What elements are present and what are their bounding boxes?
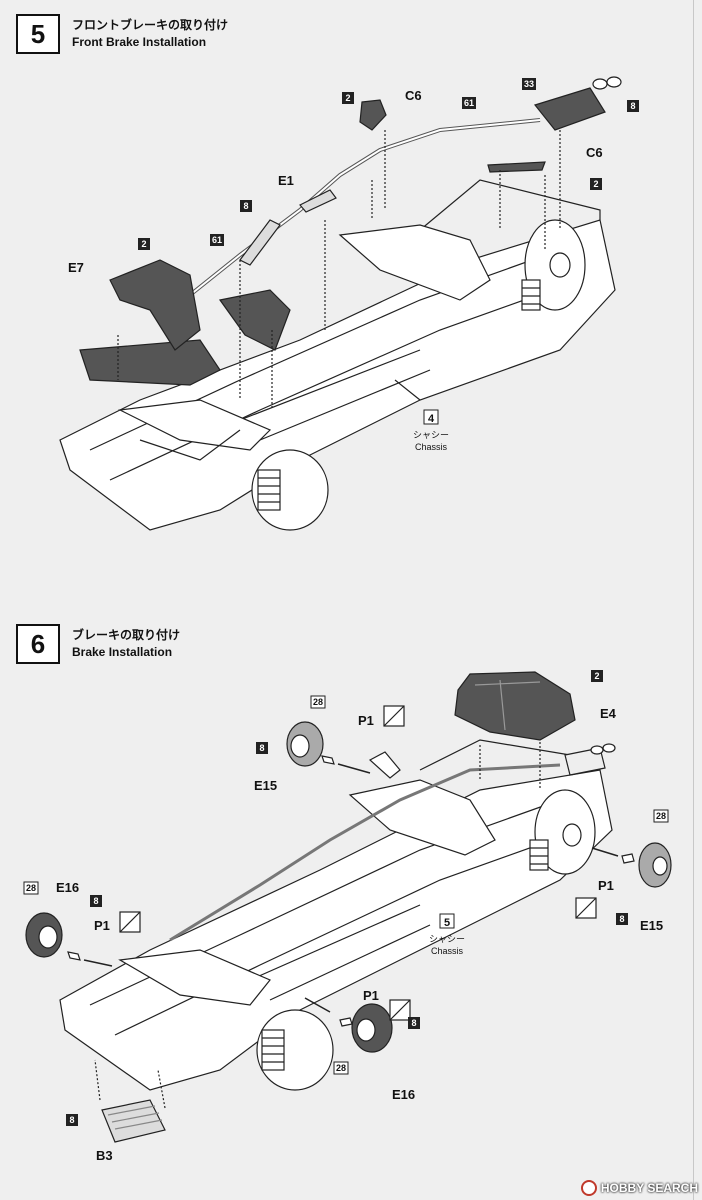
part-number-text: Chassis bbox=[415, 442, 448, 452]
part-number-text: 2 bbox=[593, 179, 598, 189]
part-number-text: 8 bbox=[69, 1115, 74, 1125]
part-number-text: 61 bbox=[212, 235, 222, 245]
label-e15-a: E15 bbox=[254, 778, 277, 793]
part-number-text: 8 bbox=[411, 1018, 416, 1028]
step-6-number: 6 bbox=[16, 624, 60, 664]
part-box-8-e: 8 bbox=[66, 1114, 78, 1126]
step-5-title-jp: フロントブレーキの取り付け bbox=[72, 18, 229, 32]
label-e16-a: E16 bbox=[56, 880, 79, 895]
part-box-2-b: 2 bbox=[590, 178, 602, 190]
part-box-28-d: 28 bbox=[333, 1061, 349, 1075]
part-number-text: 28 bbox=[656, 811, 666, 821]
page-right-rule bbox=[693, 0, 694, 1200]
part-box-8-c: 8 bbox=[90, 895, 102, 907]
label-c6-a: C6 bbox=[405, 88, 422, 103]
part-number-text: 28 bbox=[313, 697, 323, 707]
label-p1-d: P1 bbox=[363, 988, 379, 1003]
step-6-title-jp: ブレーキの取り付け bbox=[72, 628, 181, 642]
chassis-outline bbox=[59, 769, 613, 1091]
step-6-header: 6 ブレーキの取り付け Brake Installation bbox=[16, 624, 180, 664]
part-box-2-c: 2 bbox=[138, 238, 150, 250]
part-box-61-b: 61 bbox=[210, 234, 224, 246]
label-p1-c: P1 bbox=[94, 918, 110, 933]
label-p1-a: P1 bbox=[358, 713, 374, 728]
chassis-callout-4: 4 シャシー Chassis bbox=[413, 409, 449, 452]
part-number-text: 2 bbox=[594, 671, 599, 681]
part-number-text: 28 bbox=[336, 1063, 346, 1073]
label-e16-b: E16 bbox=[392, 1087, 415, 1102]
part-number-text: 2 bbox=[141, 239, 146, 249]
part-number-text: 8 bbox=[243, 201, 248, 211]
part-number-text: 61 bbox=[464, 98, 474, 108]
label-e1: E1 bbox=[278, 173, 294, 188]
part-number-text: 4 bbox=[428, 413, 435, 425]
part-box-2-a: 2 bbox=[342, 92, 354, 104]
part-number-text: 33 bbox=[524, 79, 534, 89]
label-b3: B3 bbox=[96, 1148, 113, 1163]
part-box-2: 2 bbox=[591, 670, 603, 682]
part-number-text: シャシー bbox=[429, 935, 465, 945]
part-number-text: 2 bbox=[345, 93, 350, 103]
part-box-8-b: 8 bbox=[616, 913, 628, 925]
part-box-28-a: 28 bbox=[310, 695, 326, 709]
label-c6-b: C6 bbox=[586, 145, 603, 160]
part-box-28-c: 28 bbox=[23, 881, 39, 895]
step-5-title-en: Front Brake Installation bbox=[72, 35, 207, 49]
part-number-text: 8 bbox=[630, 101, 635, 111]
step-5-number: 5 bbox=[16, 14, 60, 54]
part-number-text: 8 bbox=[259, 743, 264, 753]
step-5-header: 5 フロントブレーキの取り付け Front Brake Installation bbox=[16, 14, 228, 54]
hobby-search-logo-icon bbox=[580, 1180, 597, 1196]
step-5-diagram: 2 61 33 8 2 8 2 61 C6 C6 E1 E7 4 シャシー Ch… bbox=[59, 76, 639, 531]
label-e7: E7 bbox=[68, 260, 84, 275]
part-number-text: 28 bbox=[26, 883, 36, 893]
label-e15-b: E15 bbox=[640, 918, 663, 933]
step-6-diagram: 2 28 8 28 8 28 8 8 28 8 E4 P1 E15 P1 E15… bbox=[23, 670, 672, 1163]
part-box-28-b: 28 bbox=[653, 809, 669, 823]
label-p1-b: P1 bbox=[598, 878, 614, 893]
step-6-title-en: Brake Installation bbox=[72, 645, 173, 659]
part-number-text: 5 bbox=[444, 917, 450, 929]
part-number-text: Chassis bbox=[431, 946, 464, 956]
watermark-text: HOBBY SEARCH bbox=[600, 1181, 698, 1195]
part-box-8-a: 8 bbox=[627, 100, 639, 112]
label-e4: E4 bbox=[600, 706, 617, 721]
part-box-61-a: 61 bbox=[462, 97, 476, 109]
watermark: HOBBY SEARCH bbox=[580, 1180, 698, 1196]
part-number-text: シャシー bbox=[413, 431, 449, 441]
part-number-text: 8 bbox=[93, 896, 98, 906]
part-box-8-a: 8 bbox=[256, 742, 268, 754]
part-box-8-b: 8 bbox=[240, 200, 252, 212]
part-box-33: 33 bbox=[522, 78, 536, 90]
part-number-text: 8 bbox=[619, 914, 624, 924]
chassis-callout-5: 5 シャシー Chassis bbox=[429, 913, 465, 956]
part-box-8-d: 8 bbox=[408, 1017, 420, 1029]
